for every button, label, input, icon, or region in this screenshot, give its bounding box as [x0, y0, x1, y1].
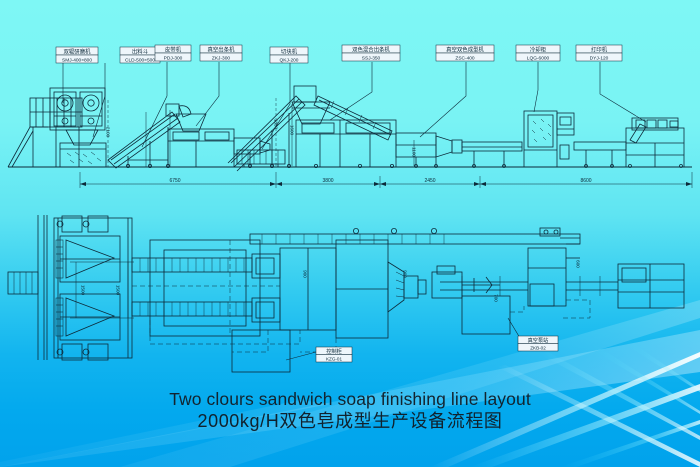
- callout-boxes-top: 双辊研磨机 SMJ-400×800 出料斗 CLD-500×500 皮带机 PD…: [55, 44, 623, 63]
- callout-cn: 双辊研磨机: [64, 47, 92, 55]
- dimension-value: 900: [403, 270, 408, 278]
- callout-c1: 双辊研磨机 SMJ-400×800: [55, 46, 99, 63]
- dimension-value: 1500: [116, 285, 121, 296]
- callout-code: CLD-500×500: [125, 57, 155, 63]
- callout-c7: 真空双色成型机 ZSC-400: [435, 44, 495, 61]
- callout-cn: 真空出条机: [208, 45, 236, 53]
- callout-c9: 打印机 DYJ-120: [575, 44, 623, 61]
- title-english: Two clours sandwich soap finishing line …: [169, 389, 531, 409]
- callout-c5: 切块机 QKJ-200: [269, 46, 309, 63]
- callout-cn: 皮带机: [165, 45, 182, 53]
- dimension-value: 2100: [106, 127, 111, 138]
- title-chinese: 2000kg/H双色皂成型生产设备流程图: [197, 411, 503, 432]
- callout-code: DYJ-120: [590, 55, 609, 61]
- callout-b2: 真空泵站 ZKB-02: [517, 335, 559, 352]
- callout-cn: 打印机: [591, 45, 608, 53]
- callout-b1: 控制柜 KZG-01: [315, 346, 353, 363]
- dimension-value: 700: [494, 294, 499, 302]
- callout-cn: 真空双色成型机: [446, 45, 484, 53]
- title-block: Two clours sandwich soap finishing line …: [0, 388, 700, 433]
- plan-view: [7, 215, 685, 373]
- callout-code: LQG-6000: [527, 55, 550, 61]
- dimension-value: 1600: [290, 125, 295, 136]
- callout-c8: 冷却柜 LQG-6000: [515, 44, 561, 61]
- callout-cn: 双色混合出条机: [352, 45, 390, 53]
- callout-code: ZKB-02: [530, 346, 546, 351]
- elevation-view: [7, 85, 693, 188]
- dimension-value: 2450: [424, 178, 435, 184]
- callout-c4: 真空出条机 ZKJ-300: [199, 44, 243, 61]
- dimension-value: 3800: [322, 178, 333, 184]
- callout-code: SSJ-350: [362, 55, 381, 61]
- dimension-texts: 6750 3800 2450 8600 2100 1850 1600 1100 …: [81, 119, 592, 302]
- dimension-value: 1850: [274, 119, 279, 130]
- dimension-value: 8600: [580, 178, 591, 184]
- callout-cn: 切块机: [281, 47, 298, 55]
- callout-cn: 冷却柜: [530, 45, 547, 53]
- dimension-value: 900: [303, 270, 308, 278]
- callout-code: ZKJ-300: [212, 55, 230, 61]
- callout-cn: 真空泵站: [528, 336, 549, 344]
- callout-code: PDJ-300: [164, 55, 183, 61]
- callout-code: SMJ-400×800: [62, 57, 92, 63]
- callout-code: ZSC-400: [455, 55, 475, 61]
- callout-leaders-bottom: [285, 317, 521, 361]
- callout-boxes-bottom: 控制柜 KZG-01 真空泵站 ZKB-02: [315, 335, 559, 363]
- callout-code: QKJ-200: [280, 57, 299, 63]
- dimension-value: 1100: [412, 147, 417, 157]
- dimension-value: 6750: [169, 178, 180, 184]
- callout-cn: 出料斗: [132, 47, 149, 55]
- callout-code: KZG-01: [326, 357, 343, 362]
- callout-c6: 双色混合出条机 SSJ-350: [341, 44, 401, 61]
- dimension-value: 600: [576, 260, 581, 268]
- dimension-value: 1500: [81, 285, 86, 296]
- callout-c3: 皮带机 PDJ-300: [154, 44, 192, 61]
- callout-leaders-top: [62, 62, 647, 150]
- callout-c2: 出料斗 CLD-500×500: [119, 46, 161, 63]
- callout-cn: 控制柜: [326, 347, 342, 355]
